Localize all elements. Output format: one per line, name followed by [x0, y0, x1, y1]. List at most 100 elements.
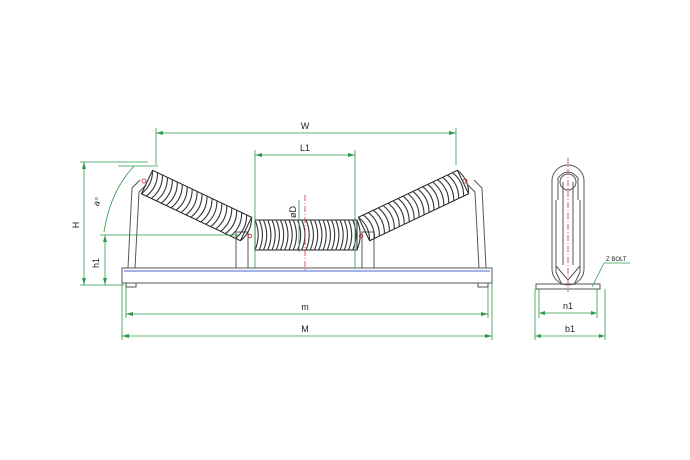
roller-coil [279, 219, 285, 251]
roller-coil [442, 176, 455, 201]
dim-L1: L1 [254, 143, 356, 268]
roller-coil [200, 198, 213, 223]
dim-h1-label: h1 [91, 258, 101, 268]
roller-coil [190, 193, 203, 218]
dim-W-label: W [301, 121, 310, 131]
roller-coil [275, 219, 280, 251]
roller-coil [267, 219, 272, 251]
bolt-label: Z BOLT [606, 257, 627, 263]
roller-coil [422, 186, 435, 211]
left-wing-roller [140, 169, 253, 242]
roller-coil [372, 209, 385, 234]
roller-coil [377, 207, 390, 232]
roller-coil [339, 219, 344, 251]
roller-coil [417, 188, 430, 213]
bearing-mark-center-left [247, 233, 253, 239]
dim-alpha-label: a° [91, 195, 104, 207]
roller-coil [407, 193, 420, 218]
dim-D: øD [288, 200, 300, 252]
roller-coil [352, 219, 357, 251]
dim-H: H [71, 161, 148, 286]
roller-coil [205, 200, 218, 225]
roller-coil [305, 219, 310, 251]
bolt-callout: Z BOLT [591, 257, 630, 288]
base-foot-left [125, 282, 137, 288]
roller-coil [160, 179, 173, 204]
roller-coil [356, 219, 361, 251]
roller-coil [296, 219, 302, 251]
roller-outline [140, 169, 253, 242]
roller-coil [271, 219, 276, 251]
roller-coil [220, 207, 233, 232]
roller-coil [309, 219, 314, 251]
roller-coil [427, 183, 440, 208]
dim-D-label: øD [288, 206, 298, 218]
dim-H-label: H [71, 222, 81, 229]
roller-coil [402, 195, 415, 220]
dim-b1-label: b1 [565, 324, 575, 334]
dim-W: W [155, 121, 457, 165]
dim-n1-label: n1 [563, 301, 573, 311]
roller-coil [254, 219, 259, 251]
roller-coil [150, 174, 164, 199]
roller-coil [258, 219, 263, 251]
roller-coil [262, 219, 268, 251]
dim-b1: b1 [534, 289, 606, 340]
roller-coil [457, 169, 470, 194]
roller-coil [235, 214, 248, 239]
roller-coil [170, 184, 183, 209]
base-frame [121, 267, 493, 284]
roller-coil [288, 219, 293, 251]
dim-h1: h1 [91, 234, 240, 285]
front-view: W L1 øD H [71, 121, 493, 340]
dim-L1-label: L1 [300, 143, 310, 153]
dim-alpha: a° [91, 165, 158, 233]
roller-coil [387, 202, 400, 227]
roller-coil [326, 219, 331, 251]
roller-coil [432, 181, 445, 206]
roller-coil [335, 219, 340, 251]
roller-coil [195, 196, 208, 221]
roller-coil [313, 219, 319, 251]
roller-coil [141, 170, 154, 195]
roller-coil [185, 191, 198, 216]
center-roller [254, 219, 361, 251]
roller-coil [412, 190, 425, 215]
dim-n1: n1 [538, 289, 598, 318]
roller-coil [165, 181, 178, 206]
roller-coil [452, 172, 465, 197]
roller-coil [358, 216, 371, 241]
roller-coil [343, 219, 348, 251]
roller-coil [215, 205, 228, 230]
left-side-post [127, 179, 147, 269]
roller-coil [382, 205, 395, 230]
roller-coil [447, 174, 460, 199]
roller-coil [180, 189, 193, 213]
roller-coil [146, 172, 159, 197]
bearing-mark-center-right [358, 233, 364, 239]
roller-coil [240, 217, 253, 242]
roller-coil [301, 219, 306, 251]
roller-coil [437, 179, 450, 204]
roller-coil [284, 219, 289, 251]
roller-coil [155, 177, 168, 202]
roller-coil [330, 219, 336, 251]
roller-coil [322, 219, 327, 251]
roller-coil [230, 212, 243, 237]
roller-coil [225, 210, 238, 235]
right-side-post [467, 179, 487, 269]
roller-coil [397, 198, 410, 222]
side-bracket [555, 200, 581, 286]
side-view: Z BOLT n1 b1 [534, 158, 630, 340]
base-foot-right [477, 282, 489, 288]
dim-M-label: M [301, 324, 309, 334]
dim-M: M [121, 283, 493, 340]
roller-coil [347, 219, 353, 251]
bearing-mark-right [462, 178, 468, 184]
roller-outline [357, 169, 470, 242]
roller-coil [175, 186, 188, 211]
roller-coil [392, 200, 405, 225]
roller-coil [292, 219, 297, 251]
right-wing-roller [357, 169, 470, 242]
